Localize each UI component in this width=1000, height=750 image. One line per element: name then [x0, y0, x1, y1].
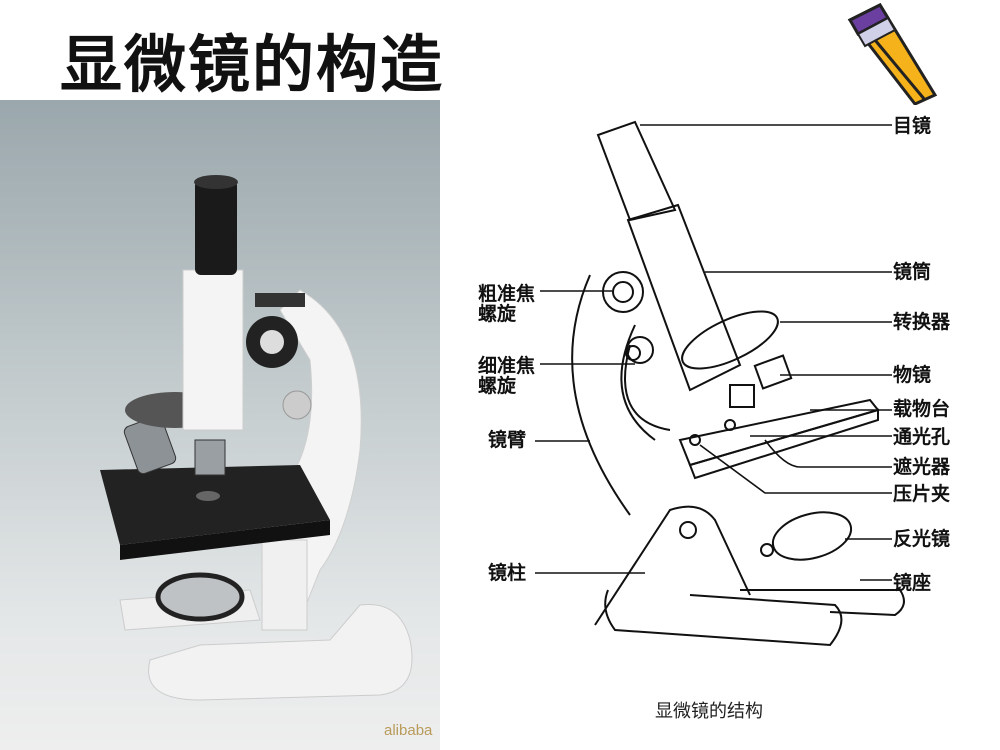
label-mirror: 反光镜	[893, 528, 951, 550]
page-title: 显微镜的构造	[60, 28, 445, 101]
label-base: 镜座	[893, 572, 932, 594]
label-diaphragm: 遮光器	[893, 456, 951, 478]
label-eyepiece: 目镜	[893, 115, 932, 137]
label-stage-clip: 压片夹	[893, 483, 951, 505]
microscope-photo: alibaba	[0, 100, 440, 750]
label-objective: 物镜	[893, 364, 932, 386]
label-fine-focus: 细准焦 螺旋	[478, 355, 536, 397]
label-aperture: 通光孔	[893, 426, 951, 448]
watermark-text: alibaba	[384, 722, 433, 739]
label-nosepiece: 转换器	[893, 311, 951, 333]
diagram-caption: 显微镜的结构	[655, 701, 763, 722]
pencil-icon	[847, 3, 938, 105]
label-arm: 镜臂	[488, 429, 527, 451]
microscope-diagram	[440, 100, 1000, 750]
label-coarse-focus: 粗准焦 螺旋	[478, 283, 536, 325]
diagram-drawing	[535, 120, 905, 647]
label-stage: 载物台	[893, 398, 951, 420]
label-tube: 镜筒	[893, 261, 932, 283]
label-pillar: 镜柱	[488, 562, 527, 584]
